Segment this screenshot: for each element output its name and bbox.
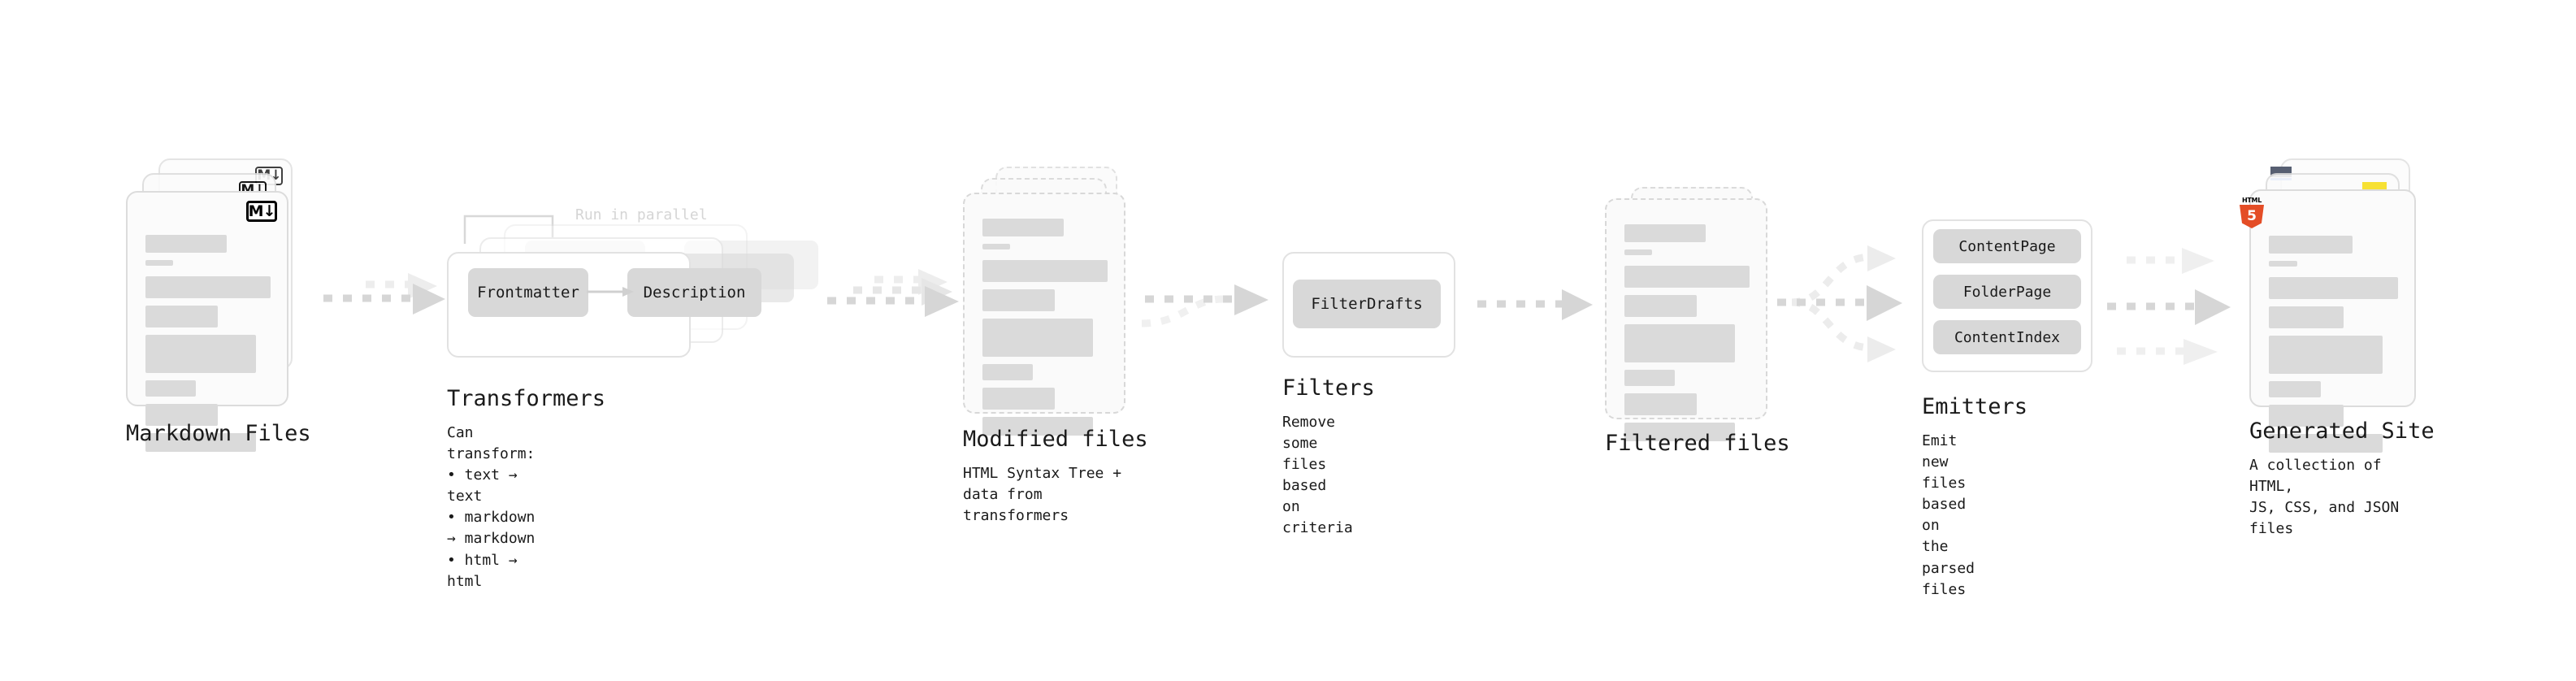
connector-filters-to-filtered bbox=[1477, 289, 1593, 320]
stage-description-generated-site: A collection of HTML, JS, CSS, and JSON … bbox=[2249, 457, 2400, 538]
placeholder-bar bbox=[2269, 381, 2321, 397]
placeholder-bar bbox=[1624, 295, 1698, 317]
placeholder-bar bbox=[1624, 393, 1698, 415]
placeholder-bar bbox=[2269, 336, 2383, 374]
emitter-pill-contentindex[interactable]: ContentIndex bbox=[1933, 320, 2081, 354]
stage-heading-filters: Filters bbox=[1282, 375, 1375, 401]
stage-heading-generated-site: Generated Site bbox=[2249, 419, 2435, 444]
connector-modified-to-filters bbox=[1141, 284, 1268, 327]
placeholder-bar bbox=[982, 244, 1010, 249]
connector-transformers-to-modified bbox=[827, 269, 959, 317]
markdown-card-front: M↓ bbox=[126, 191, 288, 452]
connector-markdown-to-transformers bbox=[323, 273, 445, 314]
placeholder-bar bbox=[145, 235, 228, 253]
html5-shield bbox=[2240, 205, 2264, 228]
placeholder-bars bbox=[145, 235, 271, 459]
placeholder-bar bbox=[1624, 249, 1652, 255]
placeholder-bar bbox=[145, 433, 256, 452]
stage-heading-transformers: Transformers bbox=[447, 386, 606, 411]
placeholder-bar bbox=[1624, 266, 1750, 288]
placeholder-bar bbox=[982, 364, 1033, 380]
placeholder-bar bbox=[145, 276, 271, 298]
placeholder-bar bbox=[982, 388, 1056, 410]
generated-card-front-html: HTML bbox=[2240, 189, 2416, 453]
filtered-file-stack bbox=[1605, 187, 1780, 441]
placeholder-bar bbox=[2269, 277, 2398, 299]
placeholder-bar bbox=[145, 306, 219, 327]
placeholder-bar bbox=[1624, 224, 1706, 242]
placeholder-bar bbox=[2269, 306, 2344, 328]
transformer-pill-frontmatter[interactable]: Frontmatter bbox=[468, 268, 588, 317]
placeholder-bar bbox=[2269, 405, 2344, 427]
transformer-arrow-front bbox=[587, 287, 634, 297]
run-in-parallel-label: Run in parallel bbox=[575, 206, 708, 223]
emitter-pill-folderpage[interactable]: FolderPage bbox=[1933, 275, 2081, 309]
modified-card-front bbox=[963, 193, 1125, 436]
html5-badge-label: HTML bbox=[2241, 197, 2262, 204]
stage-description-emitters: Emit new files based on the parsed files bbox=[1922, 432, 1975, 598]
stage-filtered-files: Filtered files bbox=[1605, 187, 1790, 456]
placeholder-bar bbox=[1624, 370, 1675, 386]
transformer-pill-description[interactable]: Description bbox=[627, 268, 761, 317]
stage-heading-modified-files: Modified files bbox=[963, 427, 1148, 452]
placeholder-bar bbox=[145, 380, 196, 397]
stage-description-transformers: Can transform: • text → text • markdown … bbox=[447, 424, 536, 590]
stage-description-modified-files: HTML Syntax Tree + data from transformer… bbox=[963, 465, 1122, 525]
placeholder-bar bbox=[145, 404, 219, 426]
stage-markdown-files: M↓ M↓ M↓ Markdown Files bbox=[126, 158, 311, 452]
emitter-pill-contentpage[interactable]: ContentPage bbox=[1933, 229, 2081, 263]
filtered-card-front bbox=[1605, 198, 1767, 441]
placeholder-bar bbox=[982, 319, 1093, 357]
connector-emitters-to-site bbox=[2107, 248, 2231, 365]
stage-heading-filtered-files: Filtered files bbox=[1605, 431, 1790, 456]
placeholder-bar bbox=[145, 335, 256, 373]
run-in-parallel-bracket bbox=[463, 215, 554, 244]
markdown-badge: M↓ bbox=[246, 201, 277, 222]
html5-badge: HTML bbox=[2240, 197, 2264, 228]
stage-heading-markdown-files: Markdown Files bbox=[126, 421, 311, 446]
placeholder-bars bbox=[1624, 224, 1750, 449]
stage-description-filters: Remove some files based on criteria bbox=[1282, 414, 1353, 537]
stage-generated-site: HTML Generated Site A collection of HTML… bbox=[2240, 158, 2435, 537]
markdown-file-stack: M↓ M↓ M↓ bbox=[126, 158, 301, 452]
placeholder-bar bbox=[2269, 236, 2353, 254]
stage-heading-emitters: Emitters bbox=[1922, 394, 2028, 419]
placeholder-bar bbox=[982, 219, 1065, 236]
placeholder-bar bbox=[2269, 261, 2297, 267]
stage-modified-files: Modified files HTML Syntax Tree + data f… bbox=[963, 167, 1148, 524]
placeholder-bars bbox=[2269, 236, 2398, 460]
placeholder-bar bbox=[982, 289, 1056, 311]
connector-filtered-to-emitters bbox=[1777, 245, 1902, 362]
placeholder-bar bbox=[1624, 423, 1735, 441]
placeholder-bar bbox=[982, 260, 1108, 282]
modified-file-stack bbox=[963, 167, 1138, 436]
placeholder-bar bbox=[982, 417, 1093, 436]
placeholder-bars bbox=[982, 219, 1108, 443]
placeholder-bar bbox=[145, 260, 173, 266]
generated-site-stack: HTML bbox=[2240, 158, 2428, 453]
placeholder-bar bbox=[2269, 434, 2383, 453]
placeholder-bar bbox=[1624, 324, 1735, 362]
filter-pill-filterdrafts[interactable]: FilterDrafts bbox=[1293, 280, 1441, 328]
